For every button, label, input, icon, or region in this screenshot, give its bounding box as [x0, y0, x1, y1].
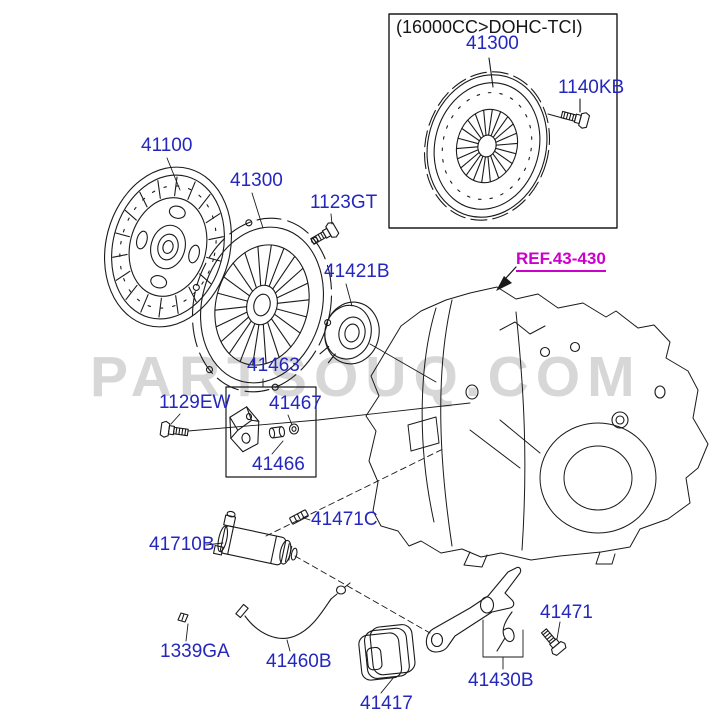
inset-clutch-cover-art: [423, 71, 551, 221]
hose-art: [235, 582, 351, 639]
bracket-washer-art: [288, 423, 300, 435]
transmission-art: [365, 286, 709, 568]
ref-arrow: [496, 266, 517, 291]
part-label-41467[interactable]: 41467: [269, 393, 322, 414]
part-label-41471[interactable]: 41471: [540, 602, 593, 623]
part-label-41710B[interactable]: 41710B: [149, 534, 215, 555]
cover-bolt-art: [307, 220, 341, 249]
fork-axis-dash-line: [294, 555, 431, 634]
bracket-pin-art: [268, 426, 286, 439]
part-label-1123GT[interactable]: 1123GT: [310, 192, 378, 213]
part-label-1140KB[interactable]: 1140KB: [558, 77, 625, 98]
part-label-1339GA[interactable]: 1339GA: [160, 641, 230, 662]
part-label-inset-41300[interactable]: 41300: [466, 33, 519, 54]
part-label-41471C[interactable]: 41471C: [311, 509, 378, 530]
pin-axis-dash-line: [265, 447, 446, 537]
part-label-41466[interactable]: 41466: [252, 454, 305, 475]
part-label-41460B[interactable]: 41460B: [266, 651, 332, 672]
inset-bolt-art: [547, 106, 591, 130]
part-label-41421B[interactable]: 41421B: [324, 261, 390, 282]
release-fork-art: [425, 566, 524, 670]
pivot-bolt-art: [537, 625, 568, 658]
ref-link[interactable]: REF.43-430: [516, 249, 606, 272]
bracket-axis-line: [187, 402, 471, 432]
bracket-bolt-art: [159, 420, 190, 441]
clip-art: [177, 612, 189, 623]
release-cylinder-art: [212, 510, 298, 566]
bearing-fit-line: [369, 343, 437, 383]
spring-pin-art: [289, 509, 309, 525]
clutch-disc-art: [103, 166, 233, 328]
inset-box: [388, 13, 618, 229]
part-label-1129EW[interactable]: 1129EW: [159, 392, 231, 413]
leader-lines: [166, 157, 561, 694]
inset-leader-lines: [488, 57, 581, 113]
release-bearing-art: [319, 301, 380, 365]
part-label-41417[interactable]: 41417: [360, 693, 413, 714]
partsouq-watermark: PARTSOUQ.COM: [90, 345, 642, 409]
inset-variant-title: (16000CC>DOHC-TCI): [396, 17, 583, 37]
part-label-41300[interactable]: 41300: [230, 170, 283, 191]
bracket-assembly-art: [225, 386, 317, 478]
clutch-cover-art: [191, 217, 333, 393]
part-label-41463[interactable]: 41463: [247, 355, 300, 376]
part-label-41100[interactable]: 41100: [141, 135, 193, 156]
boot-art: [358, 624, 416, 681]
part-label-41430B[interactable]: 41430B: [468, 670, 534, 691]
